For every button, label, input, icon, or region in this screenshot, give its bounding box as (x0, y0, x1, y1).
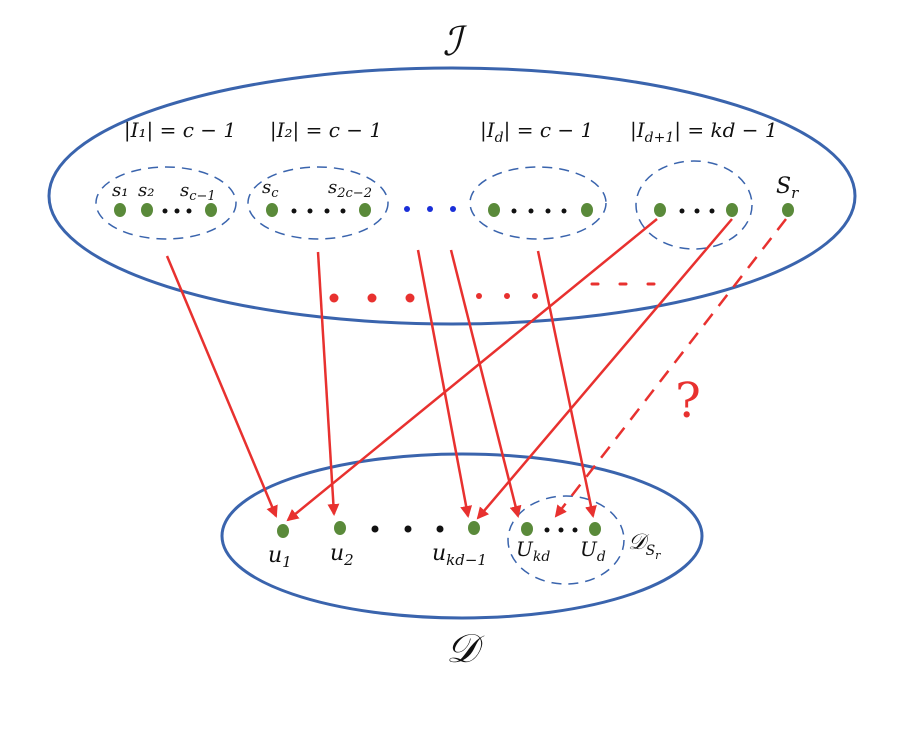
arrow-a-ukd1 (416, 249, 473, 518)
group-1-size: |I₁| = c − 1 (124, 118, 236, 143)
group-d1-nodes (654, 203, 738, 217)
node-s2c2 (359, 203, 371, 217)
node-d-first (488, 203, 500, 217)
group-1-nodes (114, 203, 217, 217)
node-sc-label: sc (262, 177, 279, 201)
bottom-black-ellipsis (371, 525, 444, 533)
blue-ellipsis (404, 206, 456, 212)
group-2-ellipse (247, 166, 389, 240)
node-Ukd-label: Ukd (516, 537, 550, 565)
set-D-label: 𝒟 (446, 626, 485, 672)
node-u1-label: u1 (268, 543, 292, 571)
node-sc1-label: sc−1 (180, 180, 216, 204)
node-ukd1 (468, 521, 480, 535)
arrow-gd-Ud (536, 250, 597, 518)
group-2-size: |I₂| = c − 1 (270, 118, 382, 143)
node-Ukd (521, 522, 533, 536)
node-s1-label: s₁ (112, 180, 128, 201)
DSr-ellipsis (544, 527, 578, 533)
group-1-ellipse (95, 166, 237, 240)
set-I-ellipse (47, 66, 857, 326)
node-s2c2-label: s2c−2 (328, 177, 372, 201)
group-d-size: |Id| = c − 1 (480, 118, 593, 146)
node-d1-first (654, 203, 666, 217)
arrows (165, 218, 787, 522)
group-2-nodes (266, 203, 371, 217)
node-u1 (277, 524, 289, 538)
arrow-d1-u1 (286, 218, 658, 522)
node-Sr-label: Sr (776, 174, 799, 202)
node-sc (266, 203, 278, 217)
node-sc1 (205, 203, 217, 217)
group-d-ellipse (469, 166, 607, 240)
node-d-last (581, 203, 593, 217)
node-Sr (782, 203, 794, 217)
arrow-g2-u2 (316, 251, 340, 516)
node-Ud (589, 522, 601, 536)
arrow-Sr-DSr (554, 218, 787, 518)
arrow-b-Ukd (449, 249, 522, 518)
node-s2 (141, 203, 153, 217)
node-u2 (334, 521, 346, 535)
arrow-d1-ukd1 (476, 218, 733, 520)
set-D-ellipse (220, 452, 704, 620)
DSr-label: 𝒟Sr (628, 530, 661, 562)
arrow-g1-u1 (165, 255, 278, 518)
node-ukd1-label: ukd−1 (432, 541, 487, 569)
node-s1 (114, 203, 126, 217)
red-ellipsis (329, 282, 656, 303)
group-DSr-ellipse (507, 495, 625, 585)
node-d1-last (726, 203, 738, 217)
set-I-label: ℐ (443, 19, 468, 65)
group-d1-ellipse (635, 160, 753, 250)
group-d1-size: |Id+1| = kd − 1 (630, 118, 778, 146)
node-u2-label: u2 (330, 541, 354, 569)
group-d-nodes (488, 203, 593, 217)
question-mark: ? (675, 373, 701, 429)
node-s2-label: s₂ (138, 180, 154, 201)
node-Ud-label: Ud (580, 537, 606, 565)
